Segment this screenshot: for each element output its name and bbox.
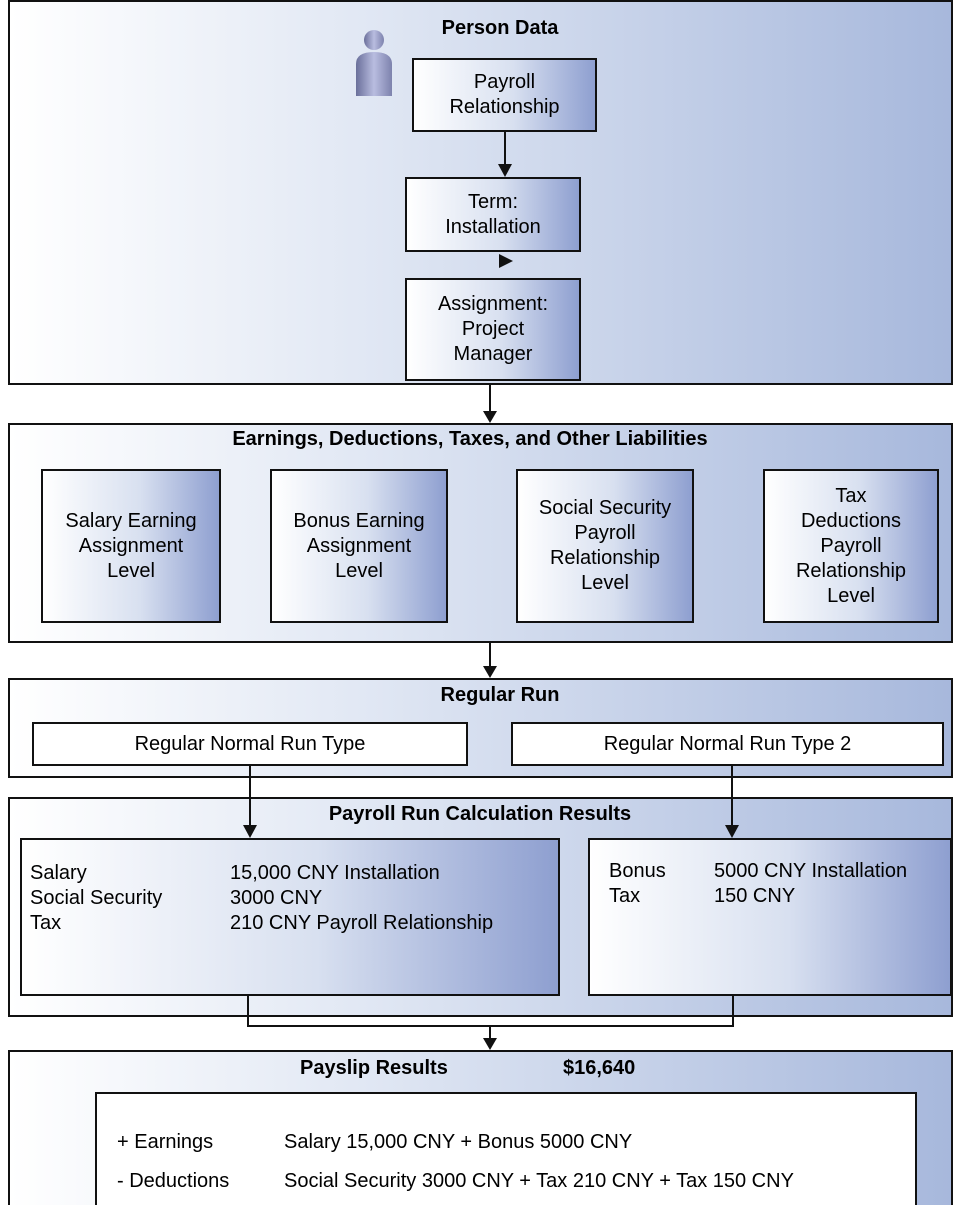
salary-earning-box: Salary Earning Assignment Level bbox=[41, 469, 221, 623]
bonus-earning-box: Bonus Earning Assignment Level bbox=[270, 469, 448, 623]
person-data-title: Person Data bbox=[441, 17, 559, 39]
tax-deductions-box: Tax Deductions Payroll Relationship Leve… bbox=[763, 469, 939, 623]
calc-right-labels: Bonus Tax bbox=[609, 860, 666, 907]
run-type-1-box: Regular Normal Run Type bbox=[32, 722, 468, 766]
deductions-label: - Deductions bbox=[117, 1170, 230, 1192]
calc-results-title: Payroll Run Calculation Results bbox=[328, 803, 632, 825]
earnings-label: + Earnings bbox=[117, 1131, 214, 1153]
payslip-title: Payslip Results bbox=[300, 1057, 448, 1079]
payroll-relationship-box: Payroll Relationship bbox=[412, 58, 597, 132]
earnings-title: Earnings, Deductions, Taxes, and Other L… bbox=[232, 428, 708, 450]
social-security-box: Social Security Payroll Relationship Lev… bbox=[516, 469, 694, 623]
run-type-2-box: Regular Normal Run Type 2 bbox=[511, 722, 944, 766]
payslip-detail-box bbox=[95, 1092, 917, 1205]
term-box: Term: Installation bbox=[405, 177, 581, 252]
assignment-box: Assignment: Project Manager bbox=[405, 278, 581, 381]
person-icon bbox=[352, 28, 396, 98]
deductions-value: Social Security 3000 CNY + Tax 210 CNY +… bbox=[284, 1170, 794, 1192]
calc-left-labels: Salary Social Security Tax bbox=[30, 862, 163, 934]
payslip-total: $16,640 bbox=[563, 1057, 636, 1079]
calc-right-values: 5000 CNY Installation 150 CNY bbox=[714, 860, 908, 907]
calc-left-values: 15,000 CNY Installation 3000 CNY 210 CNY… bbox=[230, 862, 494, 934]
regular-run-title: Regular Run bbox=[440, 684, 560, 706]
earnings-value: Salary 15,000 CNY + Bonus 5000 CNY bbox=[284, 1131, 633, 1153]
calc-left-box bbox=[20, 838, 560, 996]
calc-right-box bbox=[588, 838, 952, 996]
